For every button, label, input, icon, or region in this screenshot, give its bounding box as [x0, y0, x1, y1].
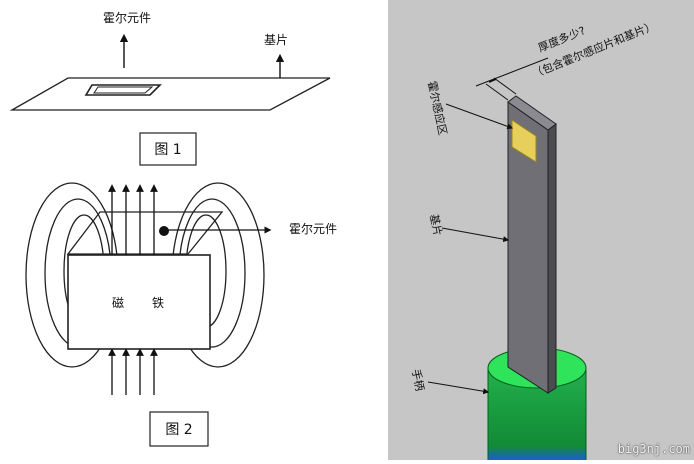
fig1-label-substrate: 基片: [264, 33, 288, 47]
fig2-caption: 图 2: [165, 422, 192, 438]
magnet-char-1: 磁: [112, 295, 124, 310]
handle-leader: [427, 381, 490, 395]
figure-2: 磁 铁 霍尔元件 图 2: [25, 182, 337, 447]
figure-1: 霍尔元件 基片 图 1: [9, 10, 331, 166]
magnet-block: [67, 254, 211, 350]
substrate-plate: [9, 77, 331, 111]
label-substrate: 基片: [427, 213, 444, 237]
magnet-char-2: 铁: [152, 296, 164, 310]
fig1-label-hall-element: 霍尔元件: [103, 10, 151, 25]
fig1-caption: 图 1: [154, 142, 181, 158]
sensing-area-leader: [445, 103, 514, 130]
label-sensing-area: 霍尔感应区: [425, 80, 450, 137]
substrate-top-face: [507, 95, 557, 131]
flux-arrows-bottom: [108, 348, 158, 395]
hall-element-dot: [159, 226, 169, 236]
substrate-leader: [441, 227, 510, 243]
flux-arrows-top: [108, 184, 158, 255]
fig2-caption-box: [149, 411, 209, 447]
hall-sensor-chip: [511, 119, 537, 163]
substrate-side-face: [547, 123, 557, 394]
left-panel: 霍尔元件 基片 图 1 磁 铁: [9, 10, 338, 447]
thickness-dimension: [475, 57, 549, 101]
label-handle: 手柄: [409, 368, 427, 392]
fig2-label-hall-element: 霍尔元件: [289, 221, 337, 236]
probe-diagram-svg: 厚度多少? （包含霍尔感应片和基片） 霍尔感应区 基片 手柄: [409, 18, 658, 460]
hall-element-plane: [66, 211, 224, 255]
watermark: big3nj.com: [617, 442, 690, 456]
right-panel: 厚度多少? （包含霍尔感应片和基片） 霍尔感应区 基片 手柄: [388, 0, 694, 460]
left-diagram-svg: 霍尔元件 基片 图 1 磁 铁: [9, 10, 337, 447]
fig1-caption-box: [139, 132, 197, 166]
